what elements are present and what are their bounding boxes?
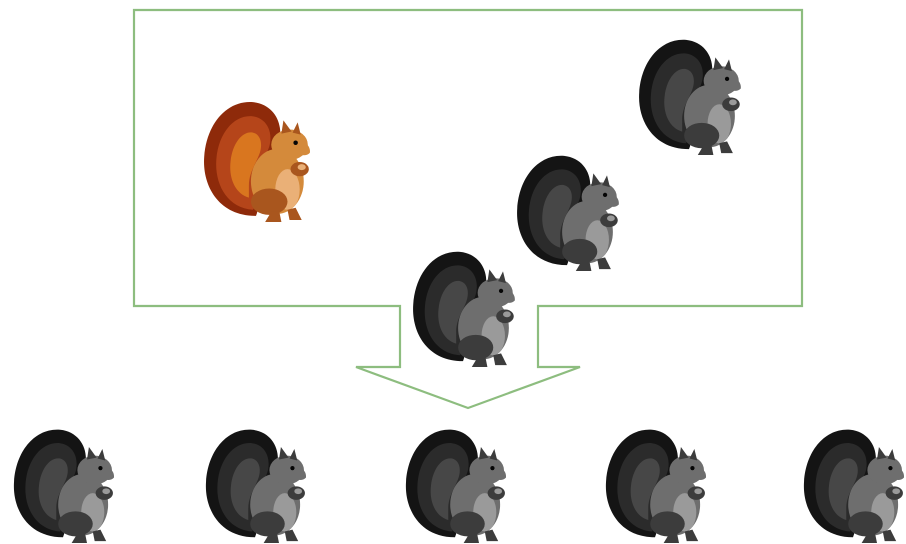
- output-squirrel-3: [405, 429, 507, 544]
- gray-squirrel-inside-middle: [517, 155, 619, 272]
- output-squirrel-5: [803, 429, 905, 544]
- colored-squirrel: [204, 101, 310, 222]
- inside-squirrels: [204, 39, 741, 368]
- output-squirrels: [13, 429, 905, 544]
- output-squirrel-1: [13, 429, 115, 544]
- output-squirrel-2: [205, 429, 307, 544]
- gray-squirrel-inside-top: [639, 39, 741, 156]
- callout-arrow-box: [132, 8, 804, 410]
- output-squirrel-4: [605, 429, 707, 544]
- gray-squirrel-inside-bottom: [413, 251, 515, 368]
